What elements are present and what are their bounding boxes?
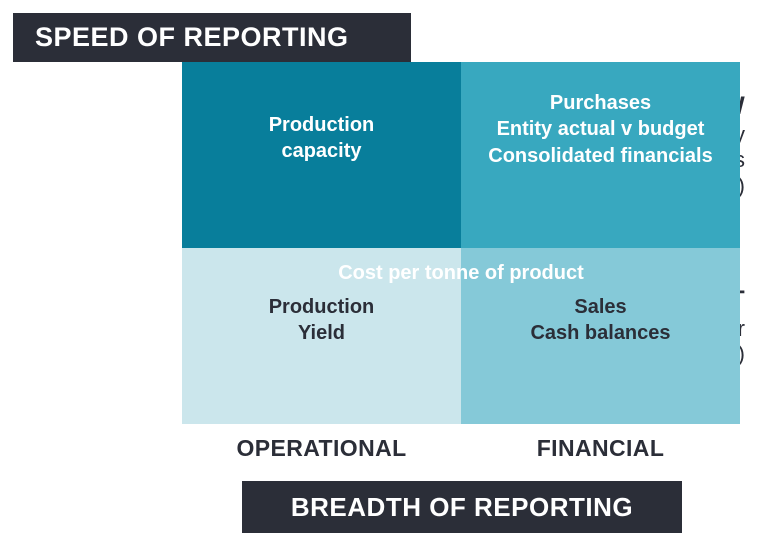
quadrant-fast-financial-line-2: Cash balances [530, 322, 671, 345]
column-label-financial: FINANCIAL [536, 435, 665, 461]
column-label-operational: OPERATIONAL [236, 435, 407, 461]
quadrant-fast-operational: Production Yield [182, 248, 461, 424]
quadrant-fast-financial: Sales Cash balances [461, 248, 740, 424]
quadrant-fast-operational-line-2: Yield [297, 322, 346, 345]
quadrant-slow-financial-text: Purchases Entity actual v budget Consoli… [488, 90, 712, 169]
quadrant-slow-financial-line-3: Consolidated financials [488, 144, 713, 167]
breadth-of-reporting-banner: BREADTH OF REPORTING [242, 481, 682, 533]
quadrant-slow-operational-line-2: capacity [281, 140, 362, 163]
quadrant-slow-operational: Production capacity [182, 62, 461, 248]
quadrant-fast-operational-line-1: Production [268, 296, 375, 318]
speed-of-reporting-label: SPEED OF REPORTING [35, 22, 349, 52]
quadrant-fast-financial-line-1: Sales [574, 296, 627, 318]
quadrant-slow-financial-line-1: Purchases [549, 92, 652, 114]
quadrant-slow-financial-line-2: Entity actual v budget [496, 118, 705, 141]
quadrant-slow-financial: Purchases Entity actual v budget Consoli… [461, 62, 740, 248]
breadth-of-reporting-label: BREADTH OF REPORTING [290, 491, 634, 522]
quadrant-slow-operational-text: Production capacity [269, 112, 375, 165]
speed-of-reporting-banner: SPEED OF REPORTING [13, 13, 411, 62]
quadrant-fast-financial-text: Sales Cash balances [530, 294, 670, 347]
quadrant-fast-operational-text: Production Yield [269, 294, 375, 347]
quadrant-slow-operational-line-1: Production [268, 114, 375, 136]
matrix-grid: Production capacity Purchases Entity act… [182, 62, 740, 424]
